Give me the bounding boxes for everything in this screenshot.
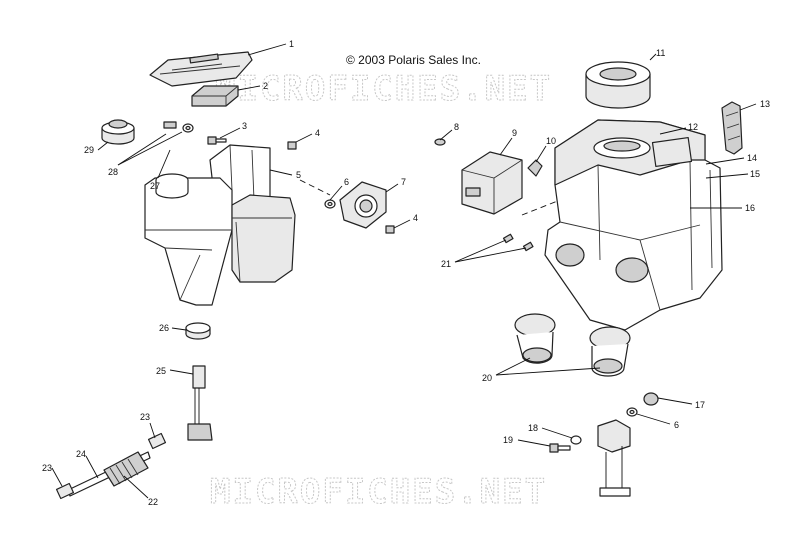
callout-9: 9 <box>512 128 517 138</box>
callout-28: 28 <box>108 167 118 177</box>
callout-18: 18 <box>528 423 538 433</box>
callout-labels: 1 2 3 4 4 5 6 6 7 8 9 10 11 12 13 14 15 … <box>42 39 770 507</box>
callout-27: 27 <box>150 181 160 191</box>
part-small-screw <box>434 138 446 146</box>
part-screws-pair <box>502 233 534 252</box>
watermark-bottom: MICROFICHES.NET <box>210 472 547 512</box>
callout-4-lower: 4 <box>413 213 418 223</box>
part-foam-block <box>191 85 239 107</box>
callout-22: 22 <box>148 497 158 507</box>
part-foam-ring <box>585 61 651 109</box>
callout-4-top: 4 <box>315 128 320 138</box>
part-bolt-washer <box>163 121 194 133</box>
callout-5: 5 <box>296 170 301 180</box>
callout-29: 29 <box>84 145 94 155</box>
part-nut-top <box>287 141 297 150</box>
callout-23-left: 23 <box>42 463 52 473</box>
alignment-line-right <box>521 199 561 216</box>
callout-6-right: 6 <box>674 420 679 430</box>
copyright-text: © 2003 Polaris Sales Inc. <box>346 53 481 67</box>
part-hardware-right <box>549 392 659 453</box>
callout-7: 7 <box>401 177 406 187</box>
callout-23-right: 23 <box>140 412 150 422</box>
part-right-sensor <box>597 419 631 497</box>
callout-21: 21 <box>441 259 451 269</box>
part-electronic-module <box>461 151 523 215</box>
callout-8: 8 <box>454 122 459 132</box>
callout-15: 15 <box>750 169 760 179</box>
part-throttle-body <box>339 181 387 229</box>
callout-2: 2 <box>263 81 268 91</box>
callout-3: 3 <box>242 121 247 131</box>
watermark-top: MICROFICHES.NET <box>215 69 552 109</box>
part-strap <box>721 101 743 155</box>
part-grommet <box>185 322 211 340</box>
callout-16: 16 <box>745 203 755 213</box>
part-filler-cap <box>101 119 135 145</box>
part-filter <box>55 432 167 500</box>
callout-24: 24 <box>76 449 86 459</box>
callout-17: 17 <box>695 400 705 410</box>
callout-11: 11 <box>656 48 665 58</box>
callout-12: 12 <box>688 122 698 132</box>
part-screw <box>207 136 227 145</box>
callout-6-left: 6 <box>344 177 349 187</box>
part-washer-middle <box>324 199 336 209</box>
part-cover <box>149 51 253 87</box>
leader-lines <box>51 43 757 499</box>
callout-25: 25 <box>156 366 166 376</box>
callout-10: 10 <box>546 136 556 146</box>
part-airbox <box>544 119 723 331</box>
part-sensor <box>187 365 213 441</box>
alignment-line-left <box>299 179 331 196</box>
callout-19: 19 <box>503 435 513 445</box>
part-boot-right <box>589 326 631 377</box>
part-nut-lower <box>385 225 395 234</box>
callout-20: 20 <box>482 373 492 383</box>
part-clip <box>527 159 543 177</box>
callout-14: 14 <box>747 153 757 163</box>
callout-26: 26 <box>159 323 169 333</box>
part-reservoir-tank <box>144 173 296 306</box>
callout-13: 13 <box>760 99 770 109</box>
callout-1: 1 <box>289 39 294 49</box>
part-boot-left <box>514 313 556 364</box>
